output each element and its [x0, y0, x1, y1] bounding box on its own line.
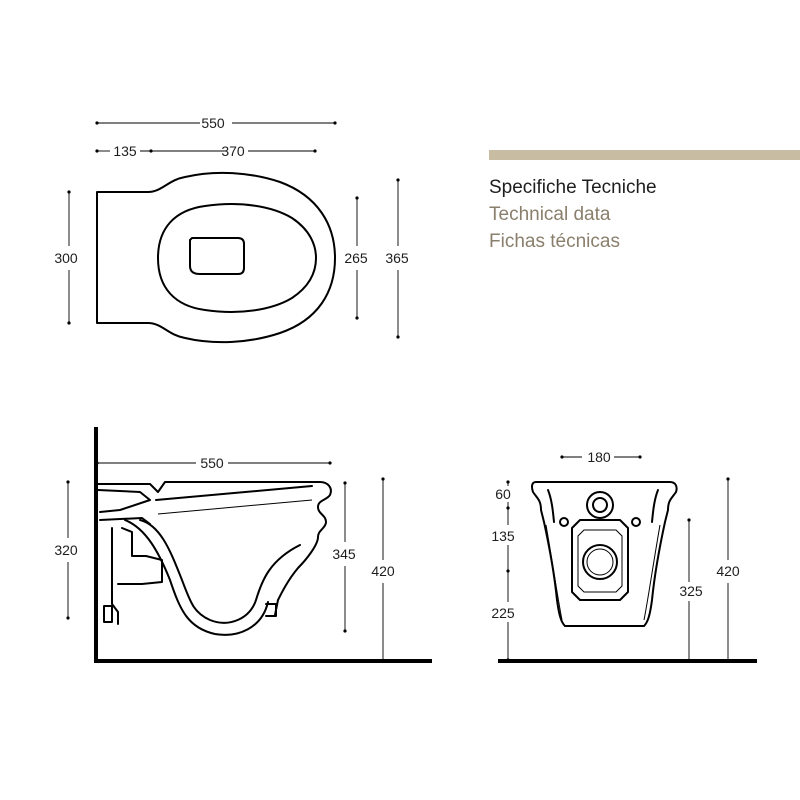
dim-rear-width: 180 — [587, 449, 611, 465]
dim-side-total-height: 420 — [371, 563, 395, 579]
dim-top-inner-width: 265 — [344, 250, 368, 266]
dim-rear-mid: 135 — [491, 528, 515, 544]
top-view-seat — [157, 203, 317, 313]
dim-rear-outlet-height: 325 — [679, 583, 703, 599]
rear-view-outline — [531, 481, 678, 627]
side-view-rim — [97, 481, 332, 616]
title-accent-bar — [489, 150, 800, 160]
title-italian: Specifiche Tecniche — [489, 177, 657, 198]
dim-top-bowl: 370 — [221, 143, 245, 159]
dim-side-length: 550 — [200, 455, 224, 471]
dim-rear-top: 60 — [495, 486, 511, 502]
title-english: Technical data — [489, 204, 611, 225]
top-view-opening — [189, 237, 245, 275]
title-spanish: Fichas técnicas — [489, 231, 620, 252]
top-view: 550 135 370 300 265 365 — [54, 115, 409, 344]
title-block: Specifiche Tecniche Technical data Ficha… — [489, 150, 800, 255]
dim-side-rim-height: 345 — [332, 546, 356, 562]
dim-top-length: 550 — [201, 115, 225, 131]
rear-view-outlet — [571, 519, 629, 601]
dim-side-left-height: 320 — [54, 542, 78, 558]
top-view-outline — [96, 171, 336, 344]
side-view-trap — [139, 519, 301, 624]
dim-top-total-width: 365 — [385, 250, 409, 266]
dim-rear-total-height: 420 — [716, 563, 740, 579]
dim-top-rear: 135 — [113, 143, 137, 159]
dim-rear-bottom: 225 — [491, 605, 515, 621]
side-view: 550 320 345 420 — [54, 427, 432, 663]
dim-top-rear-width: 300 — [54, 250, 78, 266]
rear-view: 180 60 135 225 325 420 — [491, 449, 757, 663]
